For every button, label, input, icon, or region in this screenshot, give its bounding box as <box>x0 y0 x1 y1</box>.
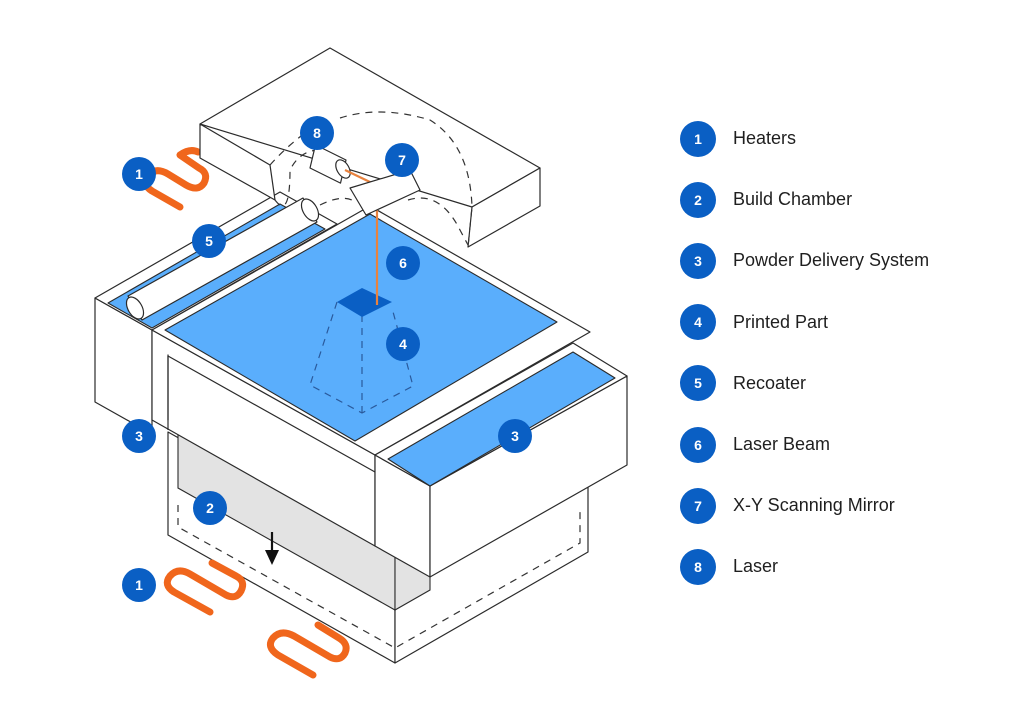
printed-part-top <box>337 288 392 317</box>
legend-badge: 7 <box>680 487 716 524</box>
recoater-roller <box>125 197 320 321</box>
laser-device <box>309 144 351 184</box>
svg-text:5: 5 <box>205 233 213 249</box>
callout-scanning-mirror: 7 <box>385 143 419 177</box>
legend-label: X-Y Scanning Mirror <box>733 495 895 516</box>
legend-badge: 2 <box>680 181 716 218</box>
heater-bottom-left-icon <box>163 559 247 616</box>
laser-to-mirror-beam <box>344 169 373 184</box>
svg-text:4: 4 <box>399 336 407 352</box>
svg-text:3: 3 <box>511 428 519 444</box>
svg-text:8: 8 <box>313 125 321 141</box>
legend-item-printed-part: 4 Printed Part <box>680 292 1000 353</box>
legend-item-laser-beam: 6 Laser Beam <box>680 414 1000 475</box>
legend-label: Recoater <box>733 372 807 393</box>
callout-recoater: 5 <box>192 224 226 258</box>
callout-powder-right: 3 <box>498 419 532 453</box>
xy-scanning-mirror <box>349 169 421 216</box>
legend-label: Laser Beam <box>733 434 831 455</box>
legend-badge: 8 <box>680 548 716 585</box>
legend: 1 Heaters 2 Build Chamber 3 Powder Deliv… <box>680 108 1000 598</box>
legend-item-xy-scanning-mirror: 7 X-Y Scanning Mirror <box>680 475 1000 536</box>
svg-text:2: 2 <box>206 500 214 516</box>
heater-bottom-right-icon <box>266 621 350 679</box>
svg-text:3: 3 <box>135 428 143 444</box>
callout-powder-left: 3 <box>122 419 156 453</box>
legend-item-recoater: 5 Recoater <box>680 353 1000 414</box>
legend-badge: 3 <box>680 242 716 279</box>
callout-heater-top: 1 <box>122 157 156 191</box>
powder-bed-center <box>164 213 558 442</box>
callout-build-chamber: 2 <box>193 491 227 525</box>
legend-label: Powder Delivery System <box>733 250 930 271</box>
legend-item-laser: 8 Laser <box>680 536 1000 597</box>
down-arrow-icon <box>265 532 279 565</box>
legend-item-build-chamber: 2 Build Chamber <box>680 169 1000 230</box>
legend-badge: 4 <box>680 304 716 341</box>
svg-text:6: 6 <box>399 255 407 271</box>
legend-badge: 5 <box>680 365 716 402</box>
legend-label: Heaters <box>733 128 797 149</box>
svg-text:7: 7 <box>398 152 406 168</box>
svg-text:1: 1 <box>135 166 143 182</box>
printed-part <box>309 288 414 414</box>
callout-laser-beam: 6 <box>386 246 420 280</box>
legend-item-heaters: 1 Heaters <box>680 108 1000 169</box>
legend-label: Printed Part <box>733 311 829 332</box>
callout-printed-part: 4 <box>386 327 420 361</box>
callout-heater-bottom: 1 <box>122 568 156 602</box>
callout-laser: 8 <box>300 116 334 150</box>
svg-text:1: 1 <box>135 577 143 593</box>
legend-badge: 1 <box>680 120 716 157</box>
legend-label: Build Chamber <box>733 189 853 210</box>
legend-item-powder-delivery-system: 3 Powder Delivery System <box>680 230 1000 291</box>
legend-badge: 6 <box>680 426 716 463</box>
powder-bed-right <box>387 351 616 487</box>
legend-label: Laser <box>733 556 779 577</box>
